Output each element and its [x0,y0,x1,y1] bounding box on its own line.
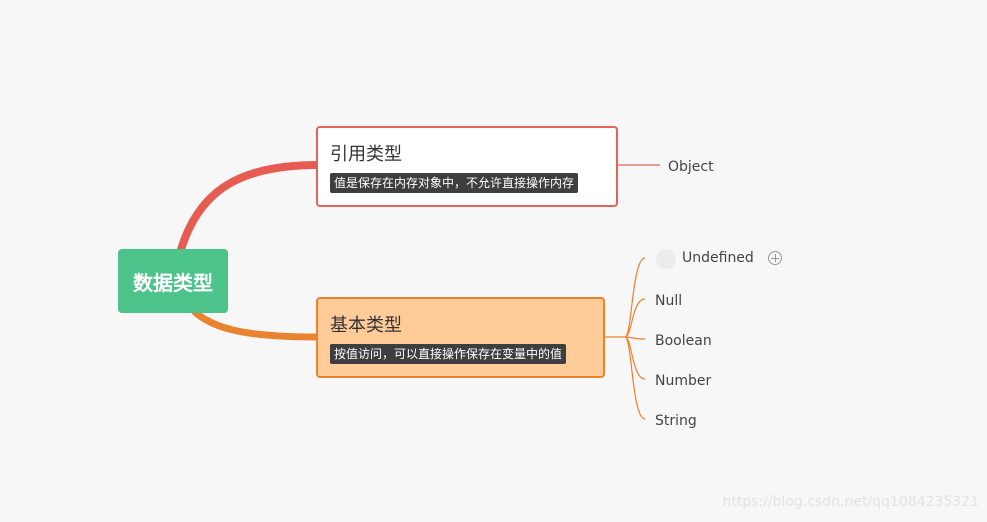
basic-type-note: 按值访问，可以直接操作保存在变量中的值 [330,344,567,364]
root-to-reference-link [176,161,322,257]
expand-plus-icon[interactable] [768,251,782,265]
reference-type-title: 引用类型 [330,144,402,165]
reference-type-topic[interactable]: 引用类型 值是保存在内存对象中，不允许直接操作内存 [316,126,618,207]
leaf-string[interactable]: String [655,413,697,429]
root-topic[interactable]: 数据类型 [118,249,228,313]
reference-type-note: 值是保存在内存对象中，不允许直接操作内存 [330,173,579,193]
basic-to-children-link [605,257,646,420]
leaf-number[interactable]: Number [655,373,712,389]
leaf-undefined[interactable]: Undefined [682,250,754,266]
root-topic-label: 数据类型 [133,270,213,295]
root-to-basic-link [191,308,322,341]
basic-type-topic[interactable]: 基本类型 按值访问，可以直接操作保存在变量中的值 [316,297,605,378]
undefined-selection-marker [656,249,676,269]
leaf-boolean[interactable]: Boolean [655,333,712,349]
basic-type-title: 基本类型 [330,315,402,336]
watermark-text: https://blog.csdn.net/qq1084235321 [722,494,979,510]
leaf-object[interactable]: Object [668,159,714,175]
leaf-null[interactable]: Null [655,293,683,309]
